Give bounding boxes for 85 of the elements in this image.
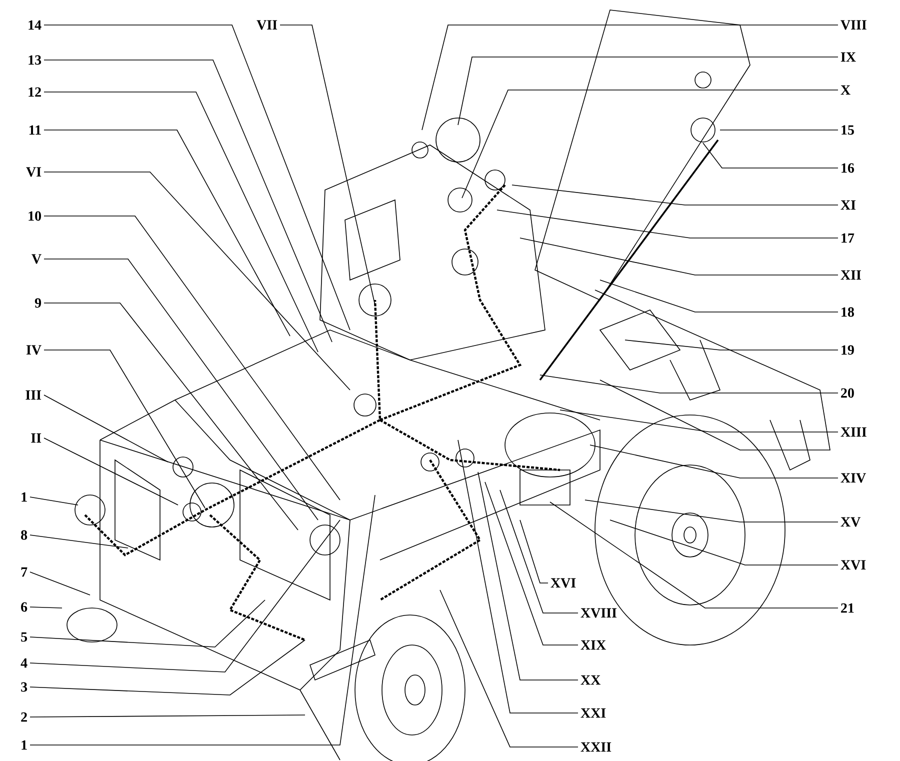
leader-line (44, 258, 318, 520)
callout-number: 14 (28, 20, 42, 30)
callout-number: XI (840, 200, 856, 210)
callout-number: 18 (842, 307, 854, 317)
leader-line (30, 600, 266, 648)
callout-number: XII (840, 270, 861, 280)
leader-line (584, 500, 838, 522)
callout-number: XIV (840, 473, 866, 483)
callout-number: 11 (29, 125, 41, 135)
leader-line (30, 606, 62, 608)
callout-number: XIII (840, 427, 866, 437)
leader-line (44, 438, 178, 506)
leader-line (462, 90, 838, 198)
callout-number: XXII (580, 742, 612, 752)
callout-number: 21 (841, 603, 854, 613)
leader-line (512, 184, 838, 206)
callout-number: XIX (580, 640, 606, 650)
leader-line (550, 502, 838, 608)
callout-number: V (32, 254, 42, 264)
leader-line (44, 350, 206, 508)
leader-line (520, 238, 838, 276)
callout-number: XVIII (580, 608, 617, 618)
leader-line (30, 714, 306, 718)
callout-number: IV (26, 345, 42, 355)
leader-line (590, 444, 838, 478)
callout-number: 13 (28, 55, 42, 65)
leader-line (540, 374, 838, 394)
leader-line (44, 24, 350, 330)
callout-number: 9 (34, 298, 42, 308)
leader-line (496, 210, 838, 238)
callout-number: 8 (21, 530, 28, 540)
callout-number: 10 (28, 211, 41, 221)
leader-line (30, 494, 376, 746)
leader-line (440, 590, 578, 748)
leader-line (280, 24, 376, 306)
leader-line (30, 496, 78, 506)
leader-line (44, 394, 168, 462)
leader-line (560, 410, 838, 432)
callout-number: 19 (842, 345, 854, 355)
leader-line (44, 60, 332, 342)
leader-line (422, 24, 838, 130)
leader-line (44, 172, 350, 390)
leader-line (500, 490, 578, 614)
callout-number: 6 (21, 602, 28, 612)
leader-line (44, 302, 298, 530)
callout-number: VIII (840, 20, 866, 30)
leader-line (30, 572, 90, 596)
leader-line (478, 472, 578, 680)
leader-line (624, 340, 838, 350)
leader-line (520, 520, 548, 584)
callout-number: III (26, 390, 42, 400)
callout-number: 17 (842, 233, 854, 243)
leader-line (610, 520, 838, 566)
callout-number: XV (840, 517, 861, 527)
leader-line (44, 216, 340, 500)
callout-number: VI (26, 167, 42, 177)
leader-line (30, 534, 128, 548)
callout-number: X (840, 85, 850, 95)
leader-line (484, 482, 578, 646)
callout-number: 2 (21, 712, 27, 722)
leader-line (458, 56, 838, 126)
callout-number: XVI (550, 578, 576, 588)
callout-number: 4 (20, 658, 28, 668)
leader-line (44, 130, 290, 336)
leader-line (600, 280, 838, 312)
callout-number: 3 (21, 682, 28, 692)
callout-number: XVI (840, 560, 866, 570)
callout-number: 15 (842, 125, 854, 135)
callout-number: II (31, 433, 42, 443)
leader-line (458, 440, 578, 714)
callout-number: 5 (21, 632, 28, 642)
leader-line (30, 640, 306, 696)
callout-number: 1 (22, 740, 27, 750)
callout-number: 7 (21, 567, 28, 577)
callout-number: VII (256, 20, 278, 30)
callout-number: 16 (842, 163, 854, 173)
leader-line (44, 92, 318, 352)
leader-line (702, 142, 838, 168)
leader-line (30, 520, 340, 672)
callout-number: XXI (580, 708, 606, 718)
callout-number: 20 (841, 388, 854, 398)
callout-number: 12 (28, 87, 41, 97)
callout-number: IX (840, 52, 856, 62)
callout-number: XX (580, 675, 600, 685)
callout-number: 1 (22, 492, 27, 502)
